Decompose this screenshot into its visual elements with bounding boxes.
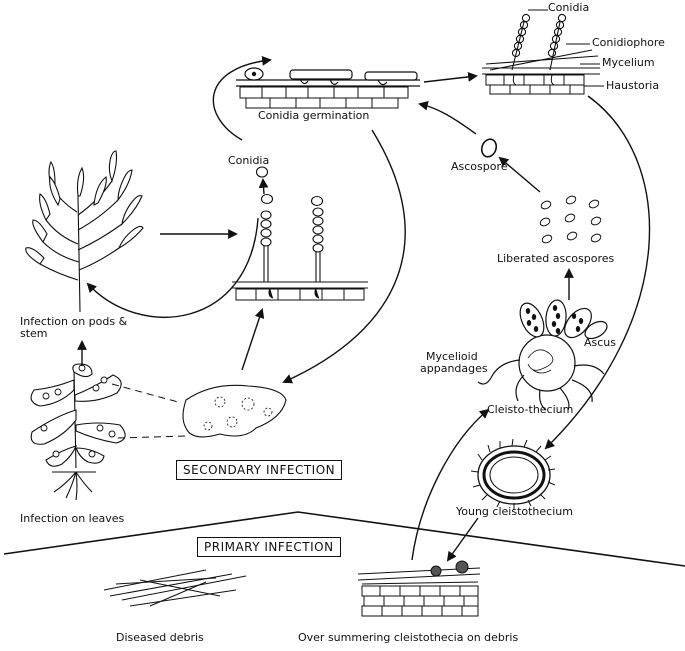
diseased-debris-illustration [103,569,247,607]
enlarged-leaf-illustration [182,384,287,438]
label-conidia-mid: Conidia [228,154,270,167]
label-haustoria: Haustoria [606,79,660,92]
ascospore-spore [480,138,498,158]
label-conidia-top: Conidia [548,1,590,14]
label-conidia-germination: Conidia germination [258,109,370,122]
arrow-ascospores-to-ascospore [498,156,541,193]
primary-infection-box: PRIMARY INFECTION [197,537,341,557]
arrow-leaf-to-chain [241,308,265,371]
label-infection-pods-line1: Infection on pods & [20,315,128,328]
liberated-ascospores-illustration [539,195,602,244]
young-cleistothecium-illustration [470,438,556,510]
arrow-conidiophore-to-young-cleistothecium [544,95,651,450]
cycle-arrows [77,56,651,562]
magnify-line-lower [117,435,187,439]
secondary-infection-box: SECONDARY INFECTION [176,460,343,480]
label-mycelium: Mycelium [602,56,655,69]
label-diseased-debris: Diseased debris [116,631,204,644]
infection-separator-line [3,511,685,567]
arrow-conidia-to-germination [212,56,272,141]
infected-leaves-illustration [30,363,126,501]
label-mycelioid-line2: appandages [420,362,488,375]
label-conidiophore: Conidiophore [592,36,665,49]
arrow-ascospore-to-germination [418,100,477,135]
label-liberated-ascospores: Liberated ascospores [497,252,615,265]
conidiophore-illustration [482,9,604,95]
label-mycelioid-line1: Mycelioid [426,350,478,363]
cleistothecium-illustration [477,299,608,411]
arrow-conidium-to-pods [86,217,259,318]
label-infection-leaves: Infection on leaves [20,512,125,525]
conidial-chain-illustration [232,193,368,301]
arrow-young-to-cleistothecium [411,408,490,561]
label-cleistothecium: Cleisto-thecium [487,403,574,416]
label-ascospore: Ascospore [451,160,508,173]
magnify-line-upper [111,383,179,403]
arrow-germination-to-leaf [282,129,406,384]
arrow-germination-to-conidiophore [423,72,478,83]
arrow-chain-to-conidium [258,178,269,195]
label-over-summering: Over summering cleistothecia on debris [298,631,519,644]
label-ascus: Ascus [584,336,617,349]
conidia-germination-illustration [236,67,420,109]
label-infection-pods-line2: stem [20,327,48,340]
arrow-young-to-debris [446,517,479,562]
label-young-cleistothecium: Young cleistothecium [456,505,573,518]
conidium-spore [255,166,269,178]
infected-pods-illustration [25,150,144,313]
over-summering-debris-illustration [357,560,481,617]
